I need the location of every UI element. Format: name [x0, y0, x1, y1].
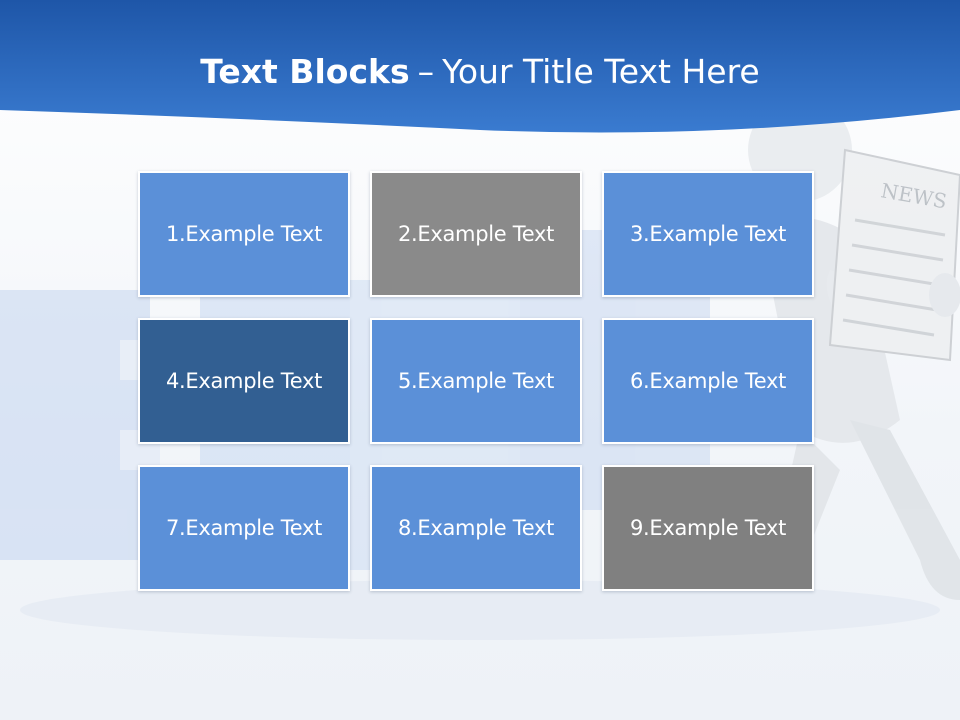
text-block-8[interactable]: 8.Example Text [370, 465, 582, 591]
title-bold: Text Blocks [200, 52, 410, 91]
text-block-6[interactable]: 6.Example Text [602, 318, 814, 444]
text-blocks-grid: 1.Example Text 2.Example Text 3.Example … [138, 171, 816, 592]
text-block-label: 5.Example Text [397, 369, 555, 393]
text-block-label: 6.Example Text [629, 369, 787, 393]
text-block-label: 9.Example Text [629, 516, 787, 540]
newspaper-icon: NEWS [828, 148, 960, 362]
slide-title: Text Blocks–Your Title Text Here [0, 52, 960, 91]
text-block-label: 4.Example Text [165, 369, 323, 393]
text-block-label: 7.Example Text [165, 516, 323, 540]
title-separator: – [417, 52, 435, 91]
text-block-2[interactable]: 2.Example Text [370, 171, 582, 297]
text-block-7[interactable]: 7.Example Text [138, 465, 350, 591]
text-block-label: 3.Example Text [629, 222, 787, 246]
text-block-label: 2.Example Text [397, 222, 555, 246]
text-block-9[interactable]: 9.Example Text [602, 465, 814, 591]
text-block-label: 8.Example Text [397, 516, 555, 540]
title-rest: Your Title Text Here [442, 52, 760, 91]
header-banner [0, 0, 960, 133]
text-block-3[interactable]: 3.Example Text [602, 171, 814, 297]
text-block-5[interactable]: 5.Example Text [370, 318, 582, 444]
text-block-label: 1.Example Text [165, 222, 323, 246]
text-block-4[interactable]: 4.Example Text [138, 318, 350, 444]
text-block-1[interactable]: 1.Example Text [138, 171, 350, 297]
